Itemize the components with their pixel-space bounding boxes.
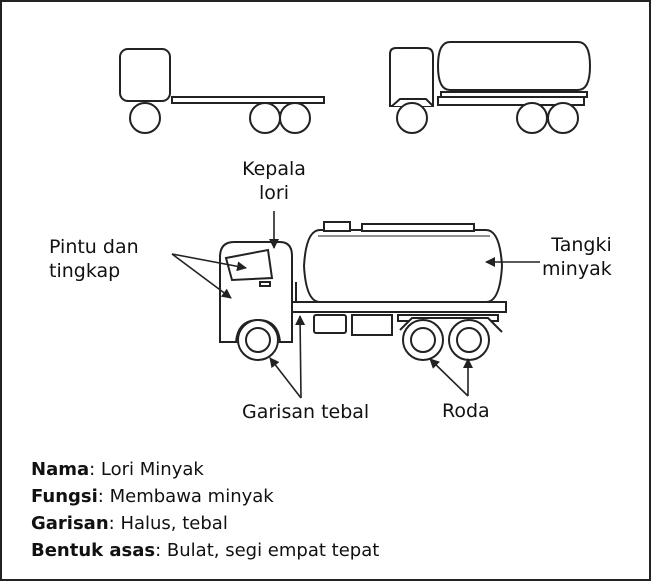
label-roda: Roda [442, 400, 490, 422]
info-sep: : [89, 459, 101, 480]
truck-step-2 [389, 41, 592, 134]
label-tangki-line1: Tangki [551, 234, 612, 256]
label-kepala-lori: Kepala lori [237, 157, 311, 205]
info-row-bentuk-asas: Bentuk asas: Bulat, segi empat tepat [31, 537, 379, 564]
label-pintu-tingkap: Pintu dan tingkap [49, 235, 139, 283]
info-row-nama: Nama: Lori Minyak [31, 456, 379, 483]
label-kepala-lori-line1: Kepala [242, 158, 306, 180]
truck-step-1 [119, 48, 325, 134]
info-key: Bentuk asas [31, 540, 156, 561]
info-value: Halus, tebal [120, 513, 228, 534]
label-garisan-tebal: Garisan tebal [242, 401, 370, 423]
label-pintu-tingkap-line1: Pintu dan [49, 236, 139, 258]
truck-info: Nama: Lori Minyak Fungsi: Membawa minyak… [31, 456, 379, 564]
info-value: Membawa minyak [109, 486, 274, 507]
info-value: Lori Minyak [100, 459, 204, 480]
label-kepala-lori-line2: lori [259, 182, 289, 204]
info-row-garisan: Garisan: Halus, tebal [31, 510, 379, 537]
info-sep: : [97, 486, 110, 507]
info-sep: : [108, 513, 121, 534]
label-tangki-line2: minyak [542, 258, 612, 280]
truck-main [219, 221, 507, 361]
label-arrows [171, 211, 540, 399]
info-row-fungsi: Fungsi: Membawa minyak [31, 483, 379, 510]
label-tangki-minyak: Tangki minyak [542, 233, 612, 281]
label-pintu-tingkap-line2: tingkap [49, 260, 121, 282]
info-sep: : [155, 540, 167, 561]
info-key: Nama [31, 459, 90, 480]
info-value: Bulat, segi empat tepat [166, 540, 380, 561]
info-key: Garisan [31, 513, 109, 534]
info-key: Fungsi [31, 486, 98, 507]
